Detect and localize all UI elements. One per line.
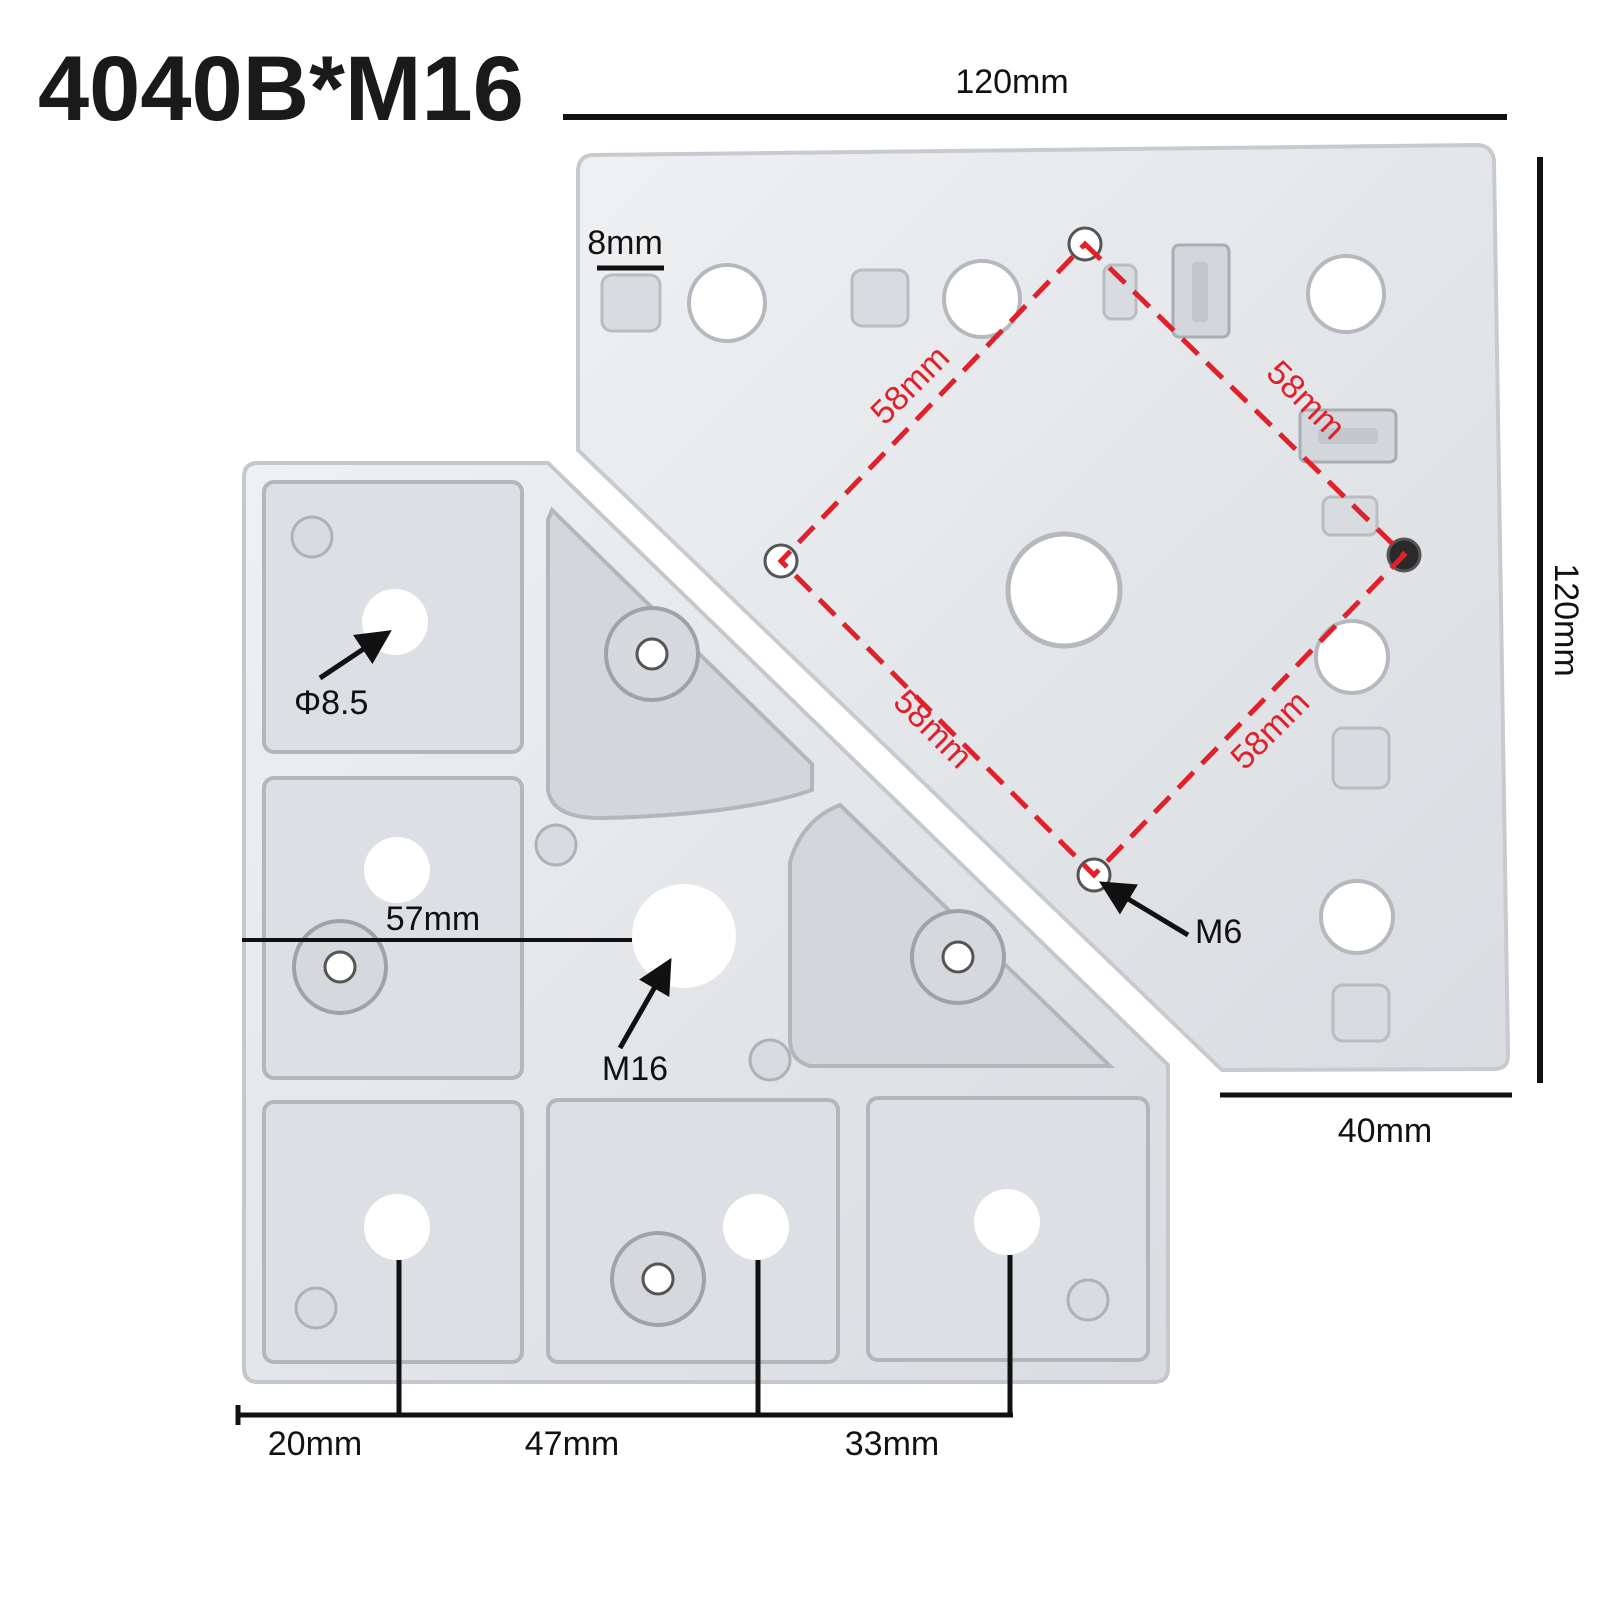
face-boss: [1102, 263, 1138, 321]
screw-boss-hole: [323, 950, 357, 984]
dimension-slot-width: 8mm: [587, 224, 664, 271]
dimension-right-height-label: 120mm: [1547, 563, 1585, 676]
dimension-top-width-label: 120mm: [955, 63, 1068, 101]
dimension-bottom-b-label: 47mm: [525, 1425, 619, 1463]
bracket-back-casting: [242, 461, 1170, 1384]
page-title: 4040B*M16: [38, 38, 524, 140]
callout-phi85-label: Φ8.5: [294, 684, 368, 722]
dimension-bottom-spacing: 20mm 47mm 33mm: [235, 1255, 1013, 1463]
dimension-bottom-a-label: 20mm: [268, 1425, 362, 1463]
dimension-base-offset: 40mm: [1220, 1092, 1512, 1150]
face-hole: [1319, 879, 1395, 955]
screw-boss-hole: [641, 1262, 675, 1296]
dimension-top-width: 120mm: [563, 63, 1507, 120]
callout-m16-label: M16: [602, 1050, 668, 1088]
face-slot: [1318, 428, 1378, 444]
screw-boss-hole: [941, 940, 975, 974]
callout-m6: M6: [1099, 881, 1242, 951]
casting-boss: [534, 823, 578, 867]
screw-boss-hole: [635, 637, 669, 671]
face-boss: [600, 273, 662, 333]
callout-phi85: Φ8.5: [294, 630, 392, 722]
face-boss: [1331, 983, 1391, 1043]
dimension-center-offset-label: 57mm: [386, 900, 480, 938]
face-hole: [1306, 254, 1386, 334]
dimension-bottom-c-label: 33mm: [845, 1425, 939, 1463]
face-boss: [850, 268, 910, 328]
m16-hole: [632, 884, 736, 988]
casting-boss: [748, 1038, 792, 1082]
casting-boss: [294, 1286, 338, 1330]
casting-pocket: [546, 1098, 840, 1364]
dimension-slot-width-label: 8mm: [587, 224, 663, 262]
face-boss: [1321, 495, 1379, 537]
face-center-hole: [1005, 531, 1123, 649]
bracket-face-plate: [576, 142, 1511, 1073]
face-hole: [687, 263, 767, 343]
dimension-right-height: 120mm: [1537, 157, 1585, 1083]
casting-boss: [1066, 1278, 1110, 1322]
face-hole: [1314, 619, 1390, 695]
casting-hole: [364, 837, 430, 903]
casting-hole: [364, 1194, 430, 1260]
casting-hole: [723, 1194, 789, 1260]
dimension-base-offset-label: 40mm: [1338, 1112, 1432, 1150]
casting-boss: [290, 515, 334, 559]
callout-m6-label: M6: [1195, 913, 1242, 951]
face-boss: [1331, 726, 1391, 790]
face-slot: [1192, 262, 1208, 322]
dimension-center-offset: 57mm: [242, 900, 632, 942]
callout-m16: M16: [602, 957, 672, 1088]
face-hole: [942, 259, 1022, 339]
casting-hole: [974, 1189, 1040, 1255]
